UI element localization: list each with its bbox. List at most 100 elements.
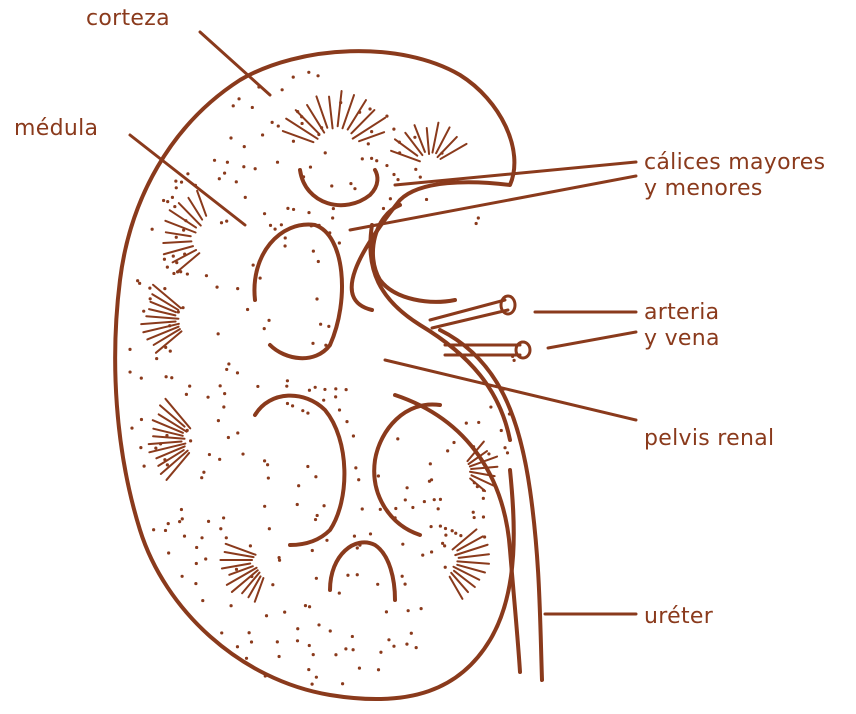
cortex-dot xyxy=(265,614,268,617)
cortex-dot xyxy=(179,270,182,273)
cortex-dot xyxy=(324,344,327,347)
cortex-dot xyxy=(283,611,286,614)
cortex-dot xyxy=(308,644,311,647)
striation-line xyxy=(153,436,184,438)
cortex-dot xyxy=(269,224,272,227)
striation-line xyxy=(459,554,489,558)
cortex-dot xyxy=(223,172,226,175)
cortex-dot xyxy=(334,395,337,398)
cortex-dot xyxy=(183,534,186,537)
cortex-dot xyxy=(322,399,325,402)
cortex-dot xyxy=(407,609,410,612)
cortex-dot xyxy=(286,207,289,210)
cortex-dot xyxy=(151,228,154,231)
cortex-dot xyxy=(154,447,157,450)
cortex-dot xyxy=(301,409,304,412)
cortex-dot xyxy=(302,175,305,178)
cortex-dot xyxy=(227,436,230,439)
cortex-dot xyxy=(244,196,247,199)
cortex-dot xyxy=(219,527,222,530)
cortex-dot xyxy=(155,357,158,360)
cortex-dot xyxy=(411,506,414,509)
cortex-dot xyxy=(220,631,223,634)
cortex-dot xyxy=(387,638,390,641)
cortex-dot xyxy=(170,376,173,379)
cortex-dot xyxy=(175,236,178,239)
cortex-dot xyxy=(204,557,207,560)
cortex-dot xyxy=(172,272,175,275)
cortex-dot xyxy=(317,133,320,136)
cortex-dot xyxy=(165,434,168,437)
cortex-dot xyxy=(280,223,283,226)
cortex-dot xyxy=(218,177,221,180)
cortex-dot xyxy=(487,452,490,455)
cortex-dot xyxy=(251,106,254,109)
label-arteria-vena: arteria y vena xyxy=(644,300,720,352)
calyx-top xyxy=(300,170,377,205)
cortex-dot xyxy=(166,266,169,269)
cortex-dot xyxy=(184,219,187,222)
cortex-dot xyxy=(398,141,401,144)
striation-line xyxy=(163,241,191,243)
cortex-dot xyxy=(175,261,178,264)
cortex-dot xyxy=(473,516,476,519)
cortex-dot xyxy=(138,282,141,285)
cortex-dot xyxy=(309,165,312,168)
cortex-dot xyxy=(323,388,326,391)
cortex-dot xyxy=(140,418,143,421)
cortex-dot xyxy=(346,574,349,577)
cortex-dot xyxy=(437,507,440,510)
cortex-dot xyxy=(356,573,359,576)
cortex-dot xyxy=(163,258,166,261)
cortex-dot xyxy=(331,216,334,219)
cortex-dot xyxy=(206,396,209,399)
cortex-dot xyxy=(165,375,168,378)
cortex-dot xyxy=(220,221,223,224)
cortex-dot xyxy=(164,346,167,349)
cortex-dot xyxy=(200,536,203,539)
cortex-dot xyxy=(167,522,170,525)
cortex-dot xyxy=(483,535,486,538)
cortex-dot xyxy=(143,465,146,468)
cortex-dot xyxy=(415,646,418,649)
cortex-dot xyxy=(128,348,131,351)
cortex-dot xyxy=(482,497,485,500)
cortex-dot xyxy=(370,130,373,133)
cortex-dot xyxy=(441,542,444,545)
cortex-dot xyxy=(351,635,354,638)
cortex-dot xyxy=(334,387,337,390)
cortex-dot xyxy=(396,178,399,181)
label-calices-line1: cálices mayores xyxy=(644,150,825,176)
cortex-dot xyxy=(353,535,356,538)
cortex-dot xyxy=(452,179,455,182)
cortex-dot xyxy=(149,297,152,300)
cortex-dot xyxy=(307,211,310,214)
cortex-dot xyxy=(237,97,240,100)
cortex-dot xyxy=(430,550,433,553)
cortex-dot xyxy=(429,525,432,528)
calyx-left-lower xyxy=(255,396,344,545)
cortex-dot xyxy=(167,551,170,554)
cortex-dot xyxy=(142,310,145,313)
cortex-dot xyxy=(353,187,356,190)
cortex-dot xyxy=(354,466,357,469)
cortex-dot xyxy=(361,157,364,160)
cortex-dot xyxy=(263,459,266,462)
cortex-dot xyxy=(352,434,355,437)
cortex-dot xyxy=(235,568,238,571)
cortex-dot xyxy=(405,643,408,646)
cortex-dot xyxy=(325,539,328,542)
striation-line xyxy=(457,561,489,563)
cortex-dot xyxy=(164,529,167,532)
cortex-dot xyxy=(308,605,311,608)
cortex-dot xyxy=(232,104,235,107)
cortex-dot xyxy=(306,411,309,414)
cortex-dot xyxy=(444,527,447,530)
cortex-dot xyxy=(329,629,332,632)
cortex-dot xyxy=(207,520,210,523)
cortex-dot xyxy=(301,178,304,181)
cortex-dot xyxy=(392,173,395,176)
cortex-dot xyxy=(312,400,315,403)
cortex-dot xyxy=(385,164,388,167)
cortex-dot xyxy=(330,184,333,187)
